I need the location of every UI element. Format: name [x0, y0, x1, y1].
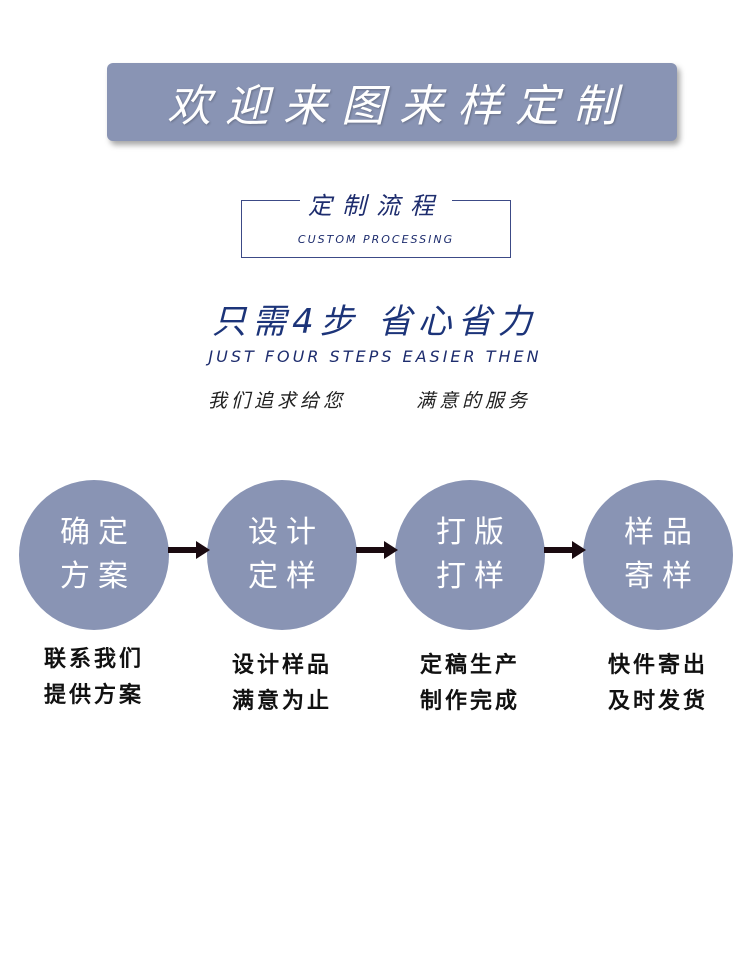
step-2-desc-line1: 设计样品: [231, 653, 332, 678]
step-circle-4: 样品 寄样: [583, 480, 733, 630]
step-circle-2: 设计 定样: [207, 480, 357, 630]
arrow-right-icon: [356, 541, 398, 559]
step-4-line2: 寄样: [624, 559, 700, 594]
banner-title: 欢迎来图来样定制: [167, 81, 631, 132]
step-circle-3: 打版 打样: [395, 480, 545, 630]
step-1-description: 联系我们 提供方案: [9, 642, 179, 714]
step-2-description: 设计样品 满意为止: [197, 648, 367, 720]
slogan-english: JUST FOUR STEPS EASIER THEN: [208, 347, 542, 366]
service-text-right: 满意的服务: [416, 390, 532, 412]
process-title: 定制流程: [300, 186, 452, 221]
step-4-desc-line1: 快件寄出: [607, 653, 708, 678]
step-1-desc-line1: 联系我们: [43, 647, 144, 672]
custom-process-frame: 定制流程 CUSTOM PROCESSING: [241, 186, 511, 258]
step-circle-1: 确定 方案: [19, 480, 169, 630]
step-1-line1: 确定: [60, 515, 136, 550]
step-4-description: 快件寄出 及时发货: [573, 648, 743, 720]
step-2-line1: 设计: [248, 515, 324, 550]
slogan: 只需4步省心省力: [0, 294, 750, 343]
step-3-description: 定稿生产 制作完成: [385, 648, 555, 720]
step-2-line2: 定样: [248, 559, 324, 594]
arrow-right-icon: [544, 541, 586, 559]
step-2-desc-line2: 满意为止: [231, 689, 332, 714]
arrow-right-icon: [168, 541, 210, 559]
step-3-line1: 打版: [436, 515, 512, 550]
step-3-desc-line2: 制作完成: [419, 689, 520, 714]
service-text-left: 我们追求给您: [208, 390, 347, 412]
welcome-banner: 欢迎来图来样定制: [107, 63, 677, 141]
step-1-desc-line2: 提供方案: [43, 683, 144, 708]
slogan-part2: 省心省力: [377, 302, 538, 342]
process-subtitle: CUSTOM PROCESSING: [297, 233, 455, 246]
step-1-line2: 方案: [60, 559, 136, 594]
slogan-part1: 只需4步: [212, 302, 360, 342]
step-3-desc-line1: 定稿生产: [419, 653, 520, 678]
step-4-desc-line2: 及时发货: [607, 689, 708, 714]
step-3-line2: 打样: [436, 559, 512, 594]
step-4-line1: 样品: [624, 515, 700, 550]
